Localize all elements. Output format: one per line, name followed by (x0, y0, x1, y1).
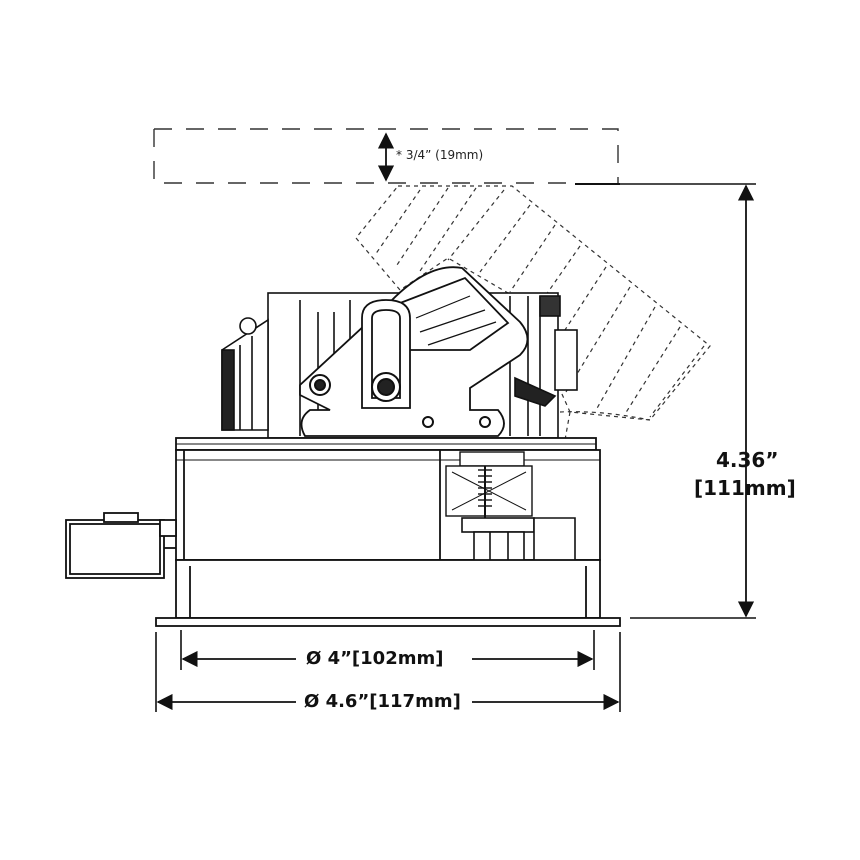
pivot-knobs (309, 372, 491, 428)
aperture-diameter-label: Ø 4”[102mm] (306, 648, 444, 669)
height-inches-label: 4.36” (716, 448, 779, 472)
junction-box (65, 512, 177, 579)
adjustment-screw (445, 451, 533, 520)
tilted-module-outline (355, 185, 711, 441)
trim-flange (155, 559, 621, 627)
trim-clearance-label: * 3/4” (19mm) (396, 148, 484, 162)
flange-diameter-label: Ø 4.6”[117mm] (304, 691, 461, 712)
ceiling-clearance-outline (153, 128, 619, 184)
left-fin-block (221, 317, 269, 431)
height-mm-label: [111mm] (694, 476, 796, 500)
right-bracket (514, 295, 578, 407)
